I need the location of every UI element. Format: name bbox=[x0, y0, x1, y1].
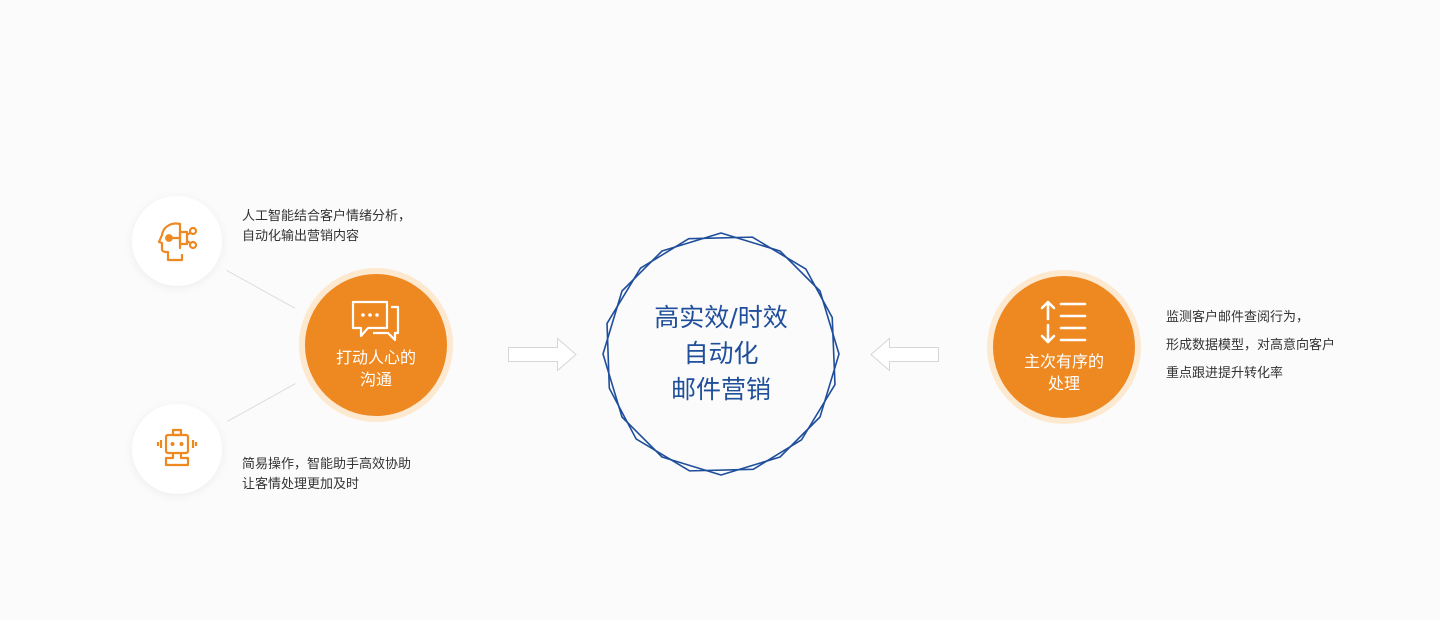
arrow-left-outline-icon bbox=[870, 337, 939, 372]
communication-hub-line-1: 打动人心的 bbox=[335, 348, 416, 367]
ai-feature-description: 人工智能结合客户情绪分析， 自动化输出营销内容 bbox=[242, 207, 411, 247]
connector-line-bottom bbox=[227, 383, 296, 422]
arrow-right-outline-icon bbox=[508, 337, 577, 372]
ai-head-icon bbox=[157, 222, 198, 262]
connector-line-top bbox=[226, 270, 296, 309]
assistant-feature-circle bbox=[132, 404, 222, 494]
center-title: 高实效/时效 自动化 邮件营销 bbox=[600, 232, 842, 476]
prioritization-hub-line-1: 主次有序的 bbox=[1023, 352, 1104, 371]
communication-hub: 打动人心的 沟通 bbox=[305, 274, 447, 416]
ai-feature-line-1: 人工智能结合客户情绪分析， bbox=[242, 209, 412, 224]
prioritization-line-3: 重点跟进提升转化率 bbox=[1166, 366, 1284, 381]
ai-feature-line-2: 自动化输出营销内容 bbox=[242, 229, 360, 244]
center-line-1: 高实效/时效 bbox=[654, 303, 788, 332]
chat-bubbles-icon bbox=[351, 300, 400, 342]
communication-hub-line-2: 沟通 bbox=[359, 370, 392, 389]
assistant-feature-line-1: 简易操作，智能助手高效协助 bbox=[242, 457, 412, 472]
assistant-feature-description: 简易操作，智能助手高效协助 让客情处理更加及时 bbox=[242, 455, 411, 495]
prioritization-line-2: 形成数据模型，对高意向客户 bbox=[1166, 338, 1336, 353]
center-badge-outline bbox=[602, 232, 840, 476]
prioritization-line-1: 监测客户邮件查阅行为， bbox=[1166, 310, 1310, 325]
prioritization-hub: 主次有序的 处理 bbox=[993, 276, 1135, 418]
assistant-feature-line-2: 让客情处理更加及时 bbox=[242, 477, 360, 492]
ai-feature-circle bbox=[132, 196, 222, 286]
prioritization-hub-line-2: 处理 bbox=[1047, 374, 1080, 393]
center-line-2: 自动化 bbox=[683, 339, 759, 368]
center-line-3: 邮件营销 bbox=[670, 375, 771, 404]
prioritization-description: 监测客户邮件查阅行为， 形成数据模型，对高意向客户 重点跟进提升转化率 bbox=[1166, 304, 1335, 388]
robot-icon bbox=[156, 428, 198, 467]
sort-list-icon bbox=[1040, 300, 1087, 344]
